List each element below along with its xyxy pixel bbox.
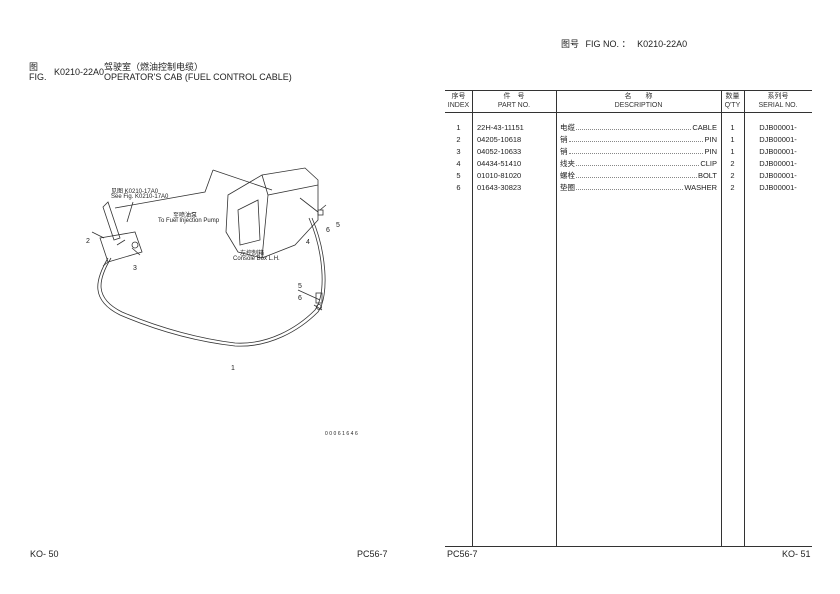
fig-no-label-cn: 图号 [561, 39, 580, 49]
row-qty: 2 [730, 159, 735, 168]
row-name: CABLE [692, 123, 717, 132]
cable-drawing [97, 217, 326, 347]
header-index-cn: 序号 [451, 93, 466, 100]
left-model: PC56-7 [357, 549, 388, 559]
row-name-cn: 销 [560, 147, 568, 156]
left-page-number: KO- 50 [30, 549, 59, 559]
see-fig-cn: 见图 K0210-17A0 [111, 189, 159, 195]
row-description: 销 PIN [560, 146, 717, 157]
fig-label-cn: 图 [29, 62, 39, 72]
callout-3: 3 [133, 265, 137, 272]
see-fig: See Fig. K0210-17A0 [111, 194, 169, 200]
row-serial: DJB00001- [759, 135, 797, 144]
fig-no-label: FIG NO. ： [585, 39, 631, 49]
callout-1: 1 [231, 365, 235, 372]
row-qty: 2 [730, 183, 735, 192]
row-name-cn: 线夹 [560, 159, 575, 168]
fig-no-value: K0210-22A0 [637, 39, 688, 49]
table-row: 6 01643-30823 垫圈 WASHER 2 DJB00001- [445, 182, 812, 193]
row-name: WASHER [684, 183, 717, 192]
row-name-cn: 螺栓 [560, 171, 575, 180]
header-index: INDEX [447, 102, 470, 109]
right-page-number: KO- 51 [782, 549, 811, 559]
header-qty-cn: 数量 [725, 93, 740, 100]
header-serial-cn: 系列号 [767, 93, 789, 100]
row-part-no: 22H-43-11151 [477, 123, 524, 132]
row-qty: 2 [730, 171, 735, 180]
row-serial: DJB00001- [759, 123, 797, 132]
title: OPERATOR'S CAB (FUEL CONTROL CABLE) [104, 72, 292, 82]
fig-number: K0210-22A0 [54, 67, 105, 77]
callout-2: 2 [86, 238, 90, 245]
header-desc: DESCRIPTION [614, 102, 663, 109]
row-qty: 1 [730, 135, 735, 144]
header-qty: Q'TY [724, 102, 741, 109]
row-index: 4 [456, 159, 461, 168]
row-name: PIN [704, 147, 717, 156]
row-part-no: 04052-10633 [477, 147, 522, 156]
row-index: 5 [456, 171, 461, 180]
right-model: PC56-7 [447, 549, 478, 559]
row-index: 6 [456, 183, 461, 192]
row-index: 2 [456, 135, 461, 144]
header-serial: SERIAL NO. [758, 102, 798, 109]
console-box-drawing [225, 167, 319, 259]
row-serial: DJB00001- [759, 147, 797, 156]
row-serial: DJB00001- [759, 183, 797, 192]
row-index: 1 [456, 123, 461, 132]
row-name: CLIP [700, 159, 717, 168]
callout-4: 4 [306, 239, 310, 246]
row-qty: 1 [730, 147, 735, 156]
row-name-cn: 电缆 [560, 123, 575, 132]
row-part-no: 04205-10618 [477, 135, 522, 144]
row-description: 垫圈 WASHER [560, 182, 717, 193]
parts-diagram: 1 2 3 4 5 6 5 6 [86, 167, 340, 372]
row-qty: 1 [730, 123, 735, 132]
fig-label: FIG. [29, 72, 47, 82]
row-name-cn: 销 [560, 135, 568, 144]
pump-label-cn: 至喷油泵 [173, 213, 198, 219]
fig-no-header: 图号 FIG NO. ： K0210-22A0 [561, 37, 687, 50]
pump-label: To Fuel Injection Pump [158, 218, 220, 224]
parts-table: 序号 INDEX 件 号 PART NO. 名 称 DESCRIPTION 数量 Q'T… [445, 90, 812, 547]
console-label: Console Box L.H. [233, 256, 280, 262]
row-description: 线夹 CLIP [560, 158, 717, 169]
row-name: PIN [704, 135, 717, 144]
row-description: 电缆 CABLE [560, 122, 717, 133]
row-name: BOLT [697, 171, 717, 180]
row-description: 销 PIN [560, 134, 717, 145]
table-row: 1 22H-43-11151 电缆 CABLE 1 DJB00001- [445, 122, 812, 133]
title-cn: 驾驶室（燃油控制电缆） [104, 62, 204, 72]
console-label-cn: 左控制箱 [240, 251, 265, 257]
callout-5: 5 [336, 222, 340, 229]
row-part-no: 01010-81020 [477, 171, 522, 180]
table-row: 5 01010-81020 螺栓 BOLT 2 DJB00001- [445, 170, 812, 181]
table-row: 3 04052-10633 销 PIN 1 DJB00001- [445, 146, 812, 157]
row-serial: DJB00001- [759, 159, 797, 168]
callout-5b: 5 [298, 283, 302, 290]
row-index: 3 [456, 147, 461, 156]
row-description: 螺栓 BOLT [560, 170, 717, 181]
header-desc-cn: 名 称 [624, 93, 653, 100]
table-row: 4 04434-51410 线夹 CLIP 2 DJB00001- [445, 158, 812, 169]
row-part-no: 04434-51410 [477, 159, 522, 168]
row-name-cn: 垫圈 [560, 183, 575, 192]
illustration-number: 00061646 [325, 431, 360, 437]
header-part: PART NO. [497, 102, 531, 109]
lever-drawing [102, 201, 121, 241]
header-part-cn: 件 号 [503, 93, 525, 100]
callout-6b: 6 [298, 295, 302, 302]
table-row: 2 04205-10618 销 PIN 1 DJB00001- [445, 134, 812, 145]
row-serial: DJB00001- [759, 171, 797, 180]
callout-6: 6 [326, 227, 330, 234]
row-part-no: 01643-30823 [477, 183, 522, 192]
